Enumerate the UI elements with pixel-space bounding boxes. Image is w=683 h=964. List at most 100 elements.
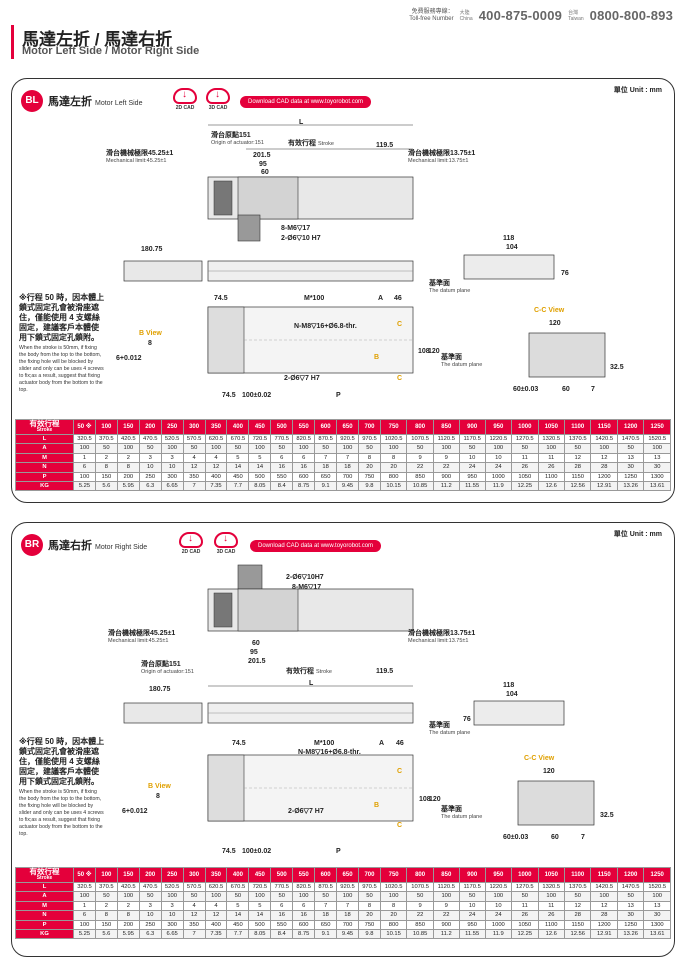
table-cell: 570.5 <box>182 433 206 445</box>
row-label: P <box>15 471 74 483</box>
cad-3d-download[interactable]: 3D CAD <box>205 88 231 111</box>
table-cell: 6 <box>292 900 316 912</box>
stroke-cell: 450 <box>248 867 272 883</box>
dim-201-5: 201.5 <box>253 152 271 159</box>
dim-108: 108 <box>419 796 431 803</box>
row-label: M <box>15 900 74 912</box>
table-cell: 50 <box>458 891 486 902</box>
table-cell: 1170.5 <box>458 433 486 445</box>
stroke-cell: 900 <box>458 419 486 435</box>
china-number[interactable]: 400-875-0009 <box>478 8 563 23</box>
cad-3d-download[interactable]: 3D CAD <box>213 532 239 555</box>
table-cell: 100 <box>484 443 513 454</box>
table-cell: 10.15 <box>379 929 408 940</box>
table-cell: 520.5 <box>160 433 184 445</box>
table-cell: 1520.5 <box>643 433 671 445</box>
stroke-cell: 1250 <box>643 867 671 883</box>
table-cell: 7.35 <box>204 929 228 940</box>
dim-76: 76 <box>463 716 471 723</box>
mech-limit-left-en: Mechanical limit:45.25±1 <box>108 638 169 644</box>
table-cell: 10 <box>160 462 184 473</box>
table-cell: 620.5 <box>204 433 228 445</box>
stroke-cell: 1000 <box>511 419 539 435</box>
table-cell: 20 <box>379 462 408 473</box>
taiwan-number[interactable]: 0800-800-893 <box>589 8 673 23</box>
table-cell: 8 <box>116 462 140 473</box>
stroke-cell: 700 <box>357 419 381 435</box>
stroke-cell: 850 <box>432 419 460 435</box>
table-cell: 100 <box>537 891 566 902</box>
datum-label: 基準面 <box>428 278 450 287</box>
cad-2d-download[interactable]: 2D CAD <box>172 88 198 111</box>
table-cell: 7 <box>336 452 359 464</box>
table-cell: 750 <box>357 471 381 483</box>
table-cell: 1470.5 <box>616 881 645 893</box>
download-cad-link[interactable]: Download CAD data at www.toyorobot.com <box>250 540 382 552</box>
table-cell: 320.5 <box>73 433 96 445</box>
table-cell: 22 <box>432 910 460 921</box>
table-cell: 9.45 <box>336 481 359 492</box>
table-cell: 100 <box>432 443 460 454</box>
stroke-cell: 100 <box>94 419 118 435</box>
stroke-cell: 250 <box>160 867 184 883</box>
stroke-cell: 1100 <box>563 867 592 883</box>
dim-8: 8 <box>148 340 152 347</box>
table-cell: 30 <box>643 910 671 921</box>
table-cell: 50 <box>357 443 381 454</box>
table-cell: 420.5 <box>116 881 140 893</box>
hotline: 免費服務專線： Toll-free Number 大陸 China 400-87… <box>409 8 673 23</box>
stroke-cell: 1200 <box>616 419 645 435</box>
table-cell: 5 <box>226 900 250 912</box>
table-cell: 100 <box>537 443 566 454</box>
table-cell: 1000 <box>484 471 513 483</box>
dim-104: 104 <box>506 691 518 698</box>
table-cell: 350 <box>182 919 206 931</box>
table-cell: 1250 <box>616 471 645 483</box>
dim-180-75: 180.75 <box>149 686 171 693</box>
row-label: N <box>15 910 74 921</box>
unit-label: 單位 Unit : mm <box>613 531 662 538</box>
table-cell: 12 <box>182 910 206 921</box>
b-view-label: B View <box>139 330 162 337</box>
table-cell: 7.7 <box>226 481 250 492</box>
table-cell: 7.7 <box>226 929 250 940</box>
dim-104: 104 <box>506 244 518 251</box>
table-cell: 1200 <box>590 471 618 483</box>
table-cell: 100 <box>643 443 671 454</box>
table-cell: 820.5 <box>292 881 316 893</box>
table-cell: 12.6 <box>537 481 566 492</box>
dim-32-5: 32.5 <box>610 364 624 371</box>
table-cell: 12 <box>563 452 592 464</box>
table-cell: 1070.5 <box>406 433 434 445</box>
drawing-motor-right: 2-Ø6▽10H7 8-M6▽17 滑台機械極限45.25±1 Mechanic… <box>16 563 672 863</box>
table-cell: 50 <box>182 891 206 902</box>
table-cell: 920.5 <box>336 881 359 893</box>
dim-m100: M*100 <box>304 295 324 302</box>
table-cell: 13.61 <box>643 929 671 940</box>
table-cell: 11 <box>537 900 566 912</box>
download-cad-link[interactable]: Download CAD data at www.toyorobot.com <box>240 96 372 108</box>
dim-60-b: 60 <box>562 386 570 393</box>
table-cell: 6.65 <box>160 929 184 940</box>
stroke-label: 有效行程 <box>286 666 314 675</box>
table-cell: 9.1 <box>314 481 338 492</box>
dim-180-75: 180.75 <box>141 246 163 253</box>
table-cell: 1520.5 <box>643 881 671 893</box>
table-cell: 11 <box>511 452 539 464</box>
table-cell: 1270.5 <box>511 881 539 893</box>
table-cell: 920.5 <box>336 433 359 445</box>
table-cell: 1020.5 <box>379 881 408 893</box>
datum-label-en: The datum plane <box>429 288 470 294</box>
table-cell: 10.85 <box>406 481 434 492</box>
table-cell: 11.55 <box>458 481 486 492</box>
dim-46: 46 <box>396 740 404 747</box>
stroke-cell: 550 <box>292 419 316 435</box>
cad-2d-download[interactable]: 2D CAD <box>178 532 204 555</box>
hole-label-10: 2-Ø6▽10H7 <box>286 574 324 581</box>
